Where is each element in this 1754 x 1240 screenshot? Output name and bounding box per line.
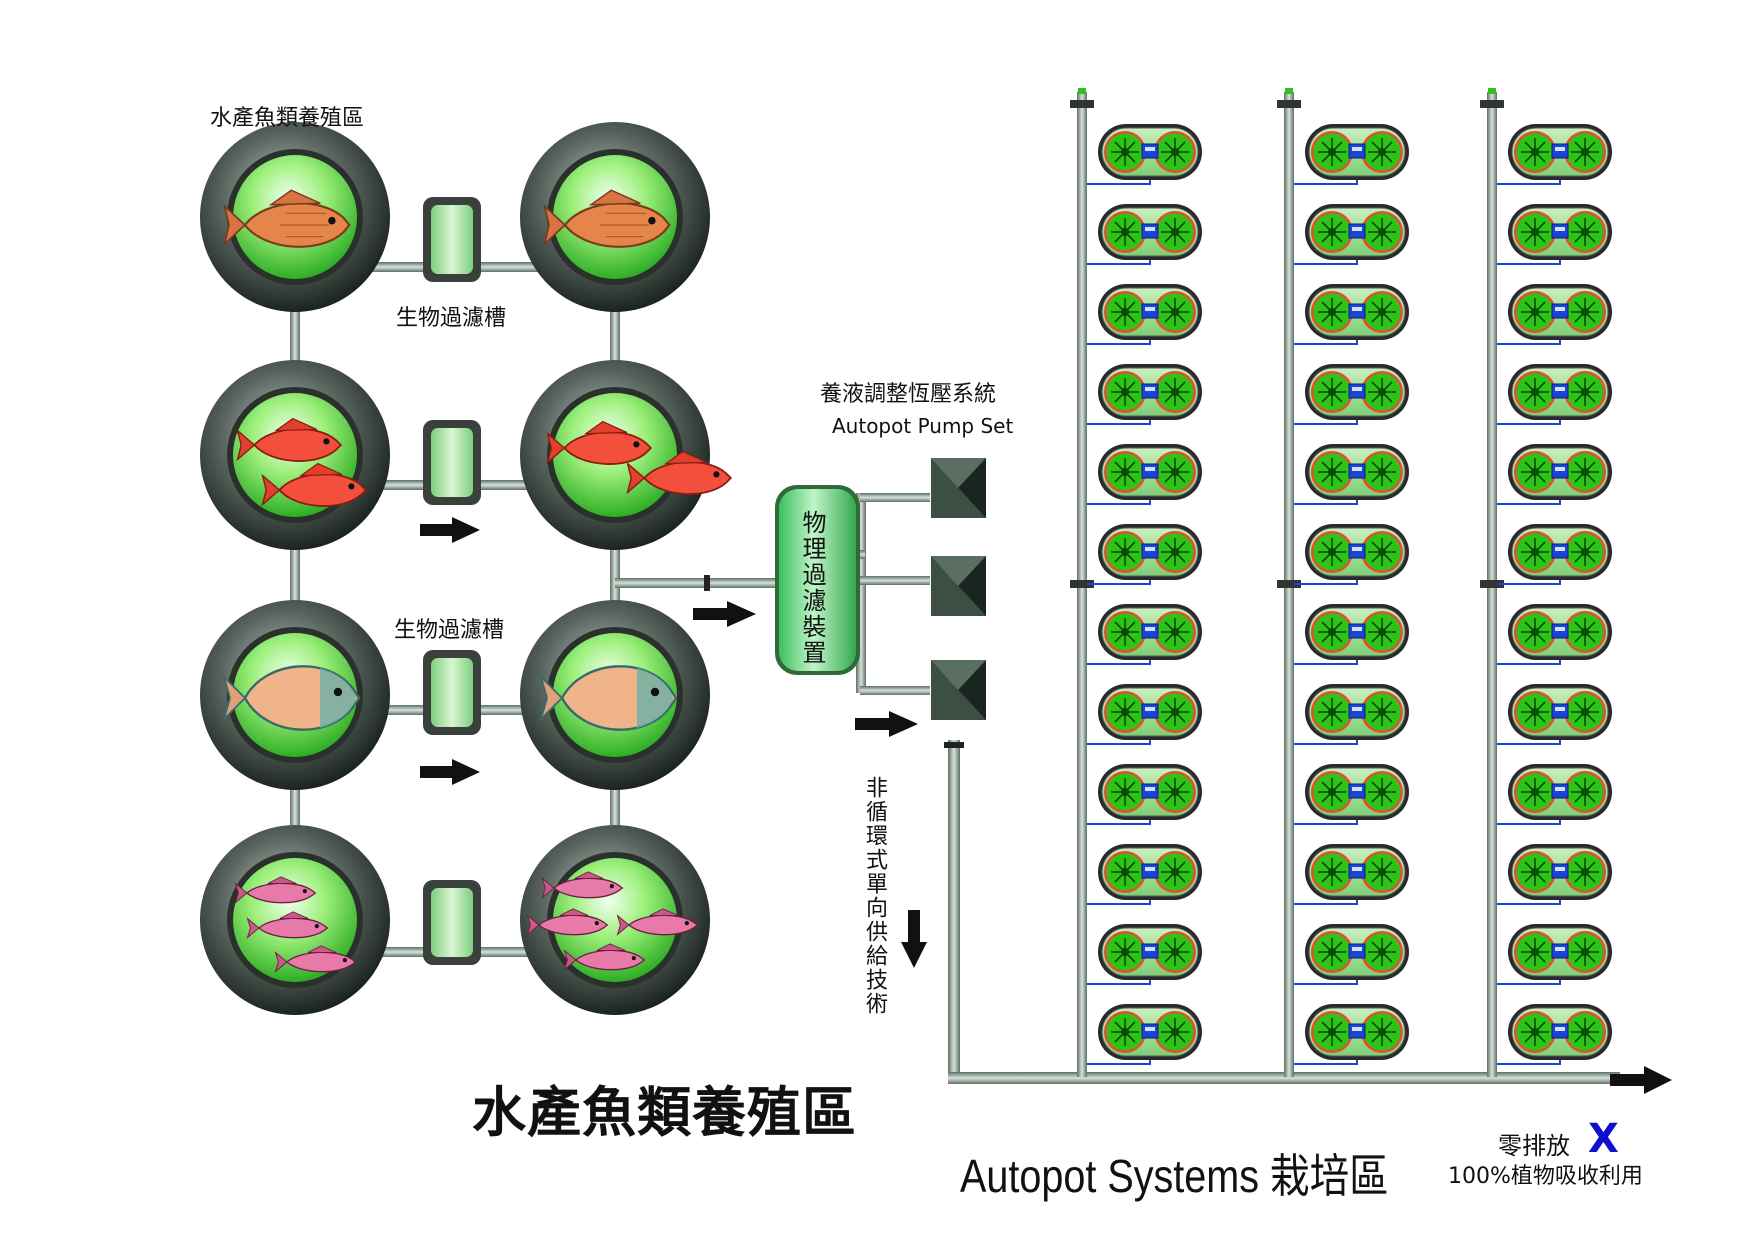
autopot-unit [1097,923,1203,981]
fish-tank-7 [200,825,390,1015]
autopot-unit [1507,443,1613,501]
autopot-unit [1507,283,1613,341]
physical-filter-label: 物理過濾裝置 [798,510,826,666]
pump-1 [931,458,986,518]
autopot-unit [1304,203,1410,261]
autopot-unit [1304,1003,1410,1061]
autopot-unit [1097,683,1203,741]
cultivation-pipes [1070,88,1504,1077]
fish-tank-8 [520,825,710,1015]
autopot-unit [1304,763,1410,821]
autopot-unit [1507,203,1613,261]
autopot-unit [1304,683,1410,741]
bio-filter-2 [423,420,481,505]
autopot-unit [1097,123,1203,181]
autopot-unit [1304,923,1410,981]
arrow-right-icon [1610,1066,1672,1094]
autopot-unit [1304,843,1410,901]
autopot-unit [1507,683,1613,741]
fish-tank-2 [520,122,710,312]
autopot-unit [1507,123,1613,181]
autopot-unit [1507,523,1613,581]
arrow-right-icon [855,711,918,737]
autopot-unit [1507,923,1613,981]
autopot-area-title: Autopot Systems 栽培區 [960,1150,1389,1202]
autopot-unit [1097,443,1203,501]
autopot-unit [1097,203,1203,261]
pump-set-label: Autopot Pump Set [832,414,1014,438]
autopot-unit [1507,843,1613,901]
autopot-unit [1097,603,1203,661]
autopot-unit [1097,283,1203,341]
zero-discharge-label: 零排放 [1498,1132,1570,1160]
physical-filter-device [775,485,860,675]
autopot-unit [1304,603,1410,661]
autopot-unit [1097,1003,1203,1061]
absorption-label: 100%植物吸收利用 [1448,1164,1643,1189]
pump-2 [931,556,986,616]
autopot-unit [1304,123,1410,181]
bio-filter-1 [423,197,481,282]
arrow-right-icon [420,517,480,543]
autopot-unit [1304,443,1410,501]
non-recirculating-label: 非循環式單向供給技術 [862,776,887,1016]
fish-tank-3 [200,360,390,550]
autopot-unit [1097,763,1203,821]
supply-pipe [944,740,1620,1084]
autopot-unit [1507,363,1613,421]
fish-tank-6 [520,600,710,790]
autopot-unit [1097,523,1203,581]
nutrient-system-label: 養液調整恆壓系統 [820,382,997,407]
fish-area-big-title: 水產魚類養殖區 [472,1080,857,1144]
arrow-right-icon [420,759,480,785]
autopot-unit [1507,763,1613,821]
bio-filter-label-top: 生物過濾槽 [396,306,507,331]
bio-filter-3 [423,650,481,735]
autopot-unit [1304,283,1410,341]
autopot-unit [1097,363,1203,421]
bio-filter-label-mid: 生物過濾槽 [394,618,505,643]
autopot-unit [1304,523,1410,581]
autopot-unit [1097,843,1203,901]
arrow-down-icon [901,910,927,968]
arrow-right-icon [693,601,756,627]
fish-tank-1 [200,122,390,312]
fish-tank-5 [200,600,390,790]
autopot-unit [1507,603,1613,661]
bio-filter-4 [423,880,481,965]
autopot-unit [1304,363,1410,421]
fish-tank-4 [520,360,732,550]
fish-area-title: 水產魚類養殖區 [210,106,365,131]
autopot-unit [1507,1003,1613,1061]
x-mark-icon: X [1588,1116,1619,1162]
pump-3 [931,660,986,720]
